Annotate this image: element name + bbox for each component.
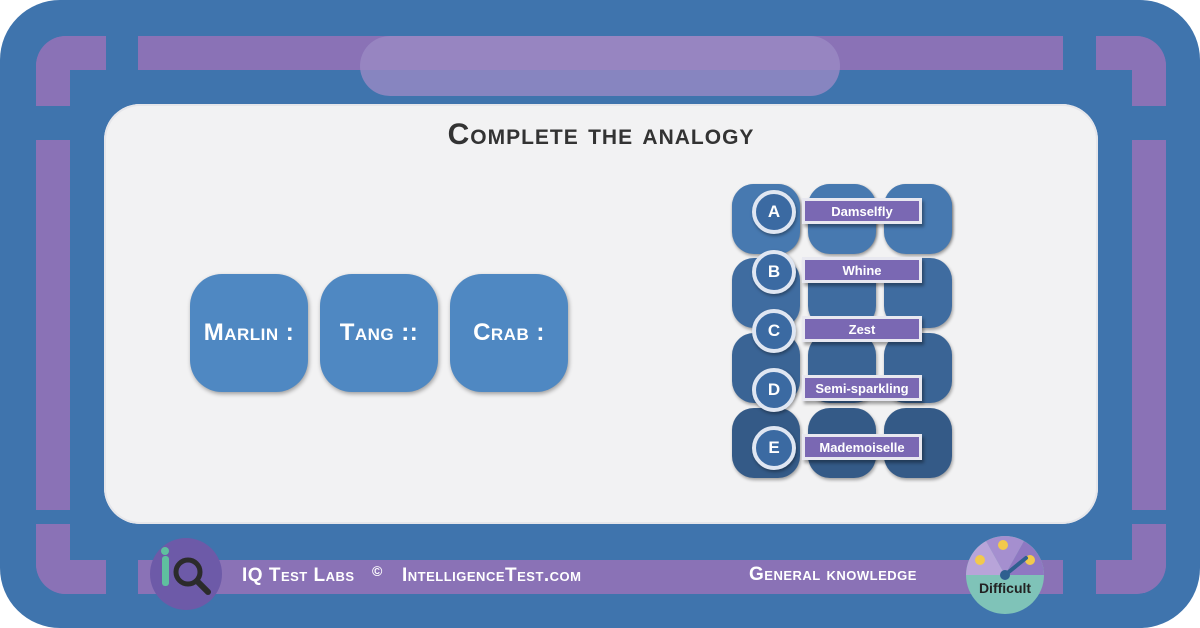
option-letter-badge[interactable]: A: [752, 190, 796, 234]
decor-corner: [36, 524, 106, 594]
analogy-term-tile: Marlin :: [190, 274, 308, 392]
option-button-e[interactable]: Mademoiselle: [802, 434, 922, 460]
question-title: Complete the analogy: [447, 118, 755, 151]
analogy-term-text: Crab :: [473, 319, 545, 346]
option-button-a[interactable]: Damselfly: [802, 198, 922, 224]
difficulty-gauge-icon: Difficult: [966, 536, 1044, 614]
decor-bar-bottom: [138, 560, 1063, 594]
category-label: General knowledge: [749, 564, 917, 585]
option-button-b[interactable]: Whine: [802, 257, 922, 283]
iq-magnifier-logo-icon: [150, 538, 222, 610]
option-letter-badge[interactable]: D: [752, 368, 796, 412]
analogy-term-tile: Tang ::: [320, 274, 438, 392]
decor-corner: [1096, 36, 1166, 106]
analogy-term-tile: Crab :: [450, 274, 568, 392]
decor-corner: [1096, 524, 1166, 594]
decor-tab-top: [360, 36, 840, 96]
option-letter-badge[interactable]: B: [752, 250, 796, 294]
brand-name: IQ Test Labs: [242, 565, 355, 586]
decor-bar-right: [1132, 140, 1166, 510]
difficulty-label: Difficult: [978, 580, 1032, 596]
decor-corner: [36, 36, 106, 106]
option-button-c[interactable]: Zest: [802, 316, 922, 342]
question-panel: Complete the analogy Marlin : Tang :: Cr…: [104, 104, 1098, 524]
site-link[interactable]: IntelligenceTest.com: [402, 565, 582, 586]
analogy-term-text: Tang ::: [339, 319, 419, 346]
option-button-d[interactable]: Semi-sparkling: [802, 375, 922, 401]
copyright-symbol: ©: [372, 563, 383, 579]
analogy-term-text: Marlin :: [203, 319, 295, 346]
option-letter-badge[interactable]: C: [752, 309, 796, 353]
option-letter-badge[interactable]: E: [752, 426, 796, 470]
decor-bar-left: [36, 140, 70, 510]
